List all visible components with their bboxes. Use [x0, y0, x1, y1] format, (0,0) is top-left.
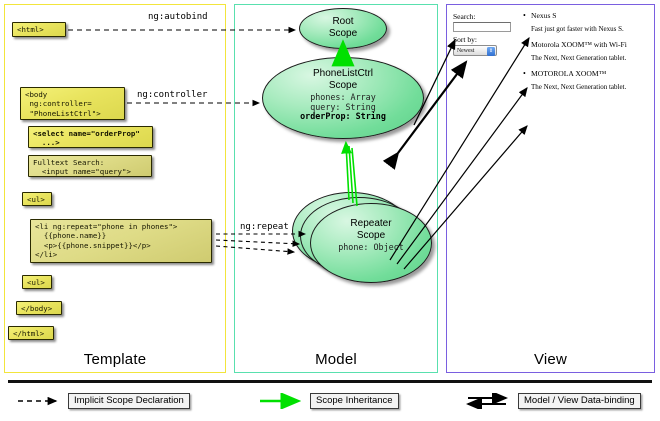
legend: Implicit Scope Declaration Scope Inherit… [0, 379, 660, 421]
sort-by-select[interactable]: Newest ⇕ [453, 45, 497, 56]
edge-label-ng-repeat: ng:repeat [240, 222, 289, 232]
chevron-updown-icon: ⇕ [487, 47, 495, 56]
template-column-label: Template [83, 351, 147, 368]
legend-divider [8, 380, 652, 383]
list-item: Nexus S Fast just got faster with Nexus … [522, 10, 650, 35]
sort-by-label: Sort by: [453, 35, 477, 44]
edge-label-ng-autobind: ng:autobind [148, 12, 208, 22]
phonelistctrl-scope-title: PhoneListCtrl Scope [312, 68, 374, 91]
code-box-html-open: <html> [12, 22, 66, 37]
edge-label-ng-controller: ng:controller [137, 90, 208, 100]
code-box-body-open: <body ng:controller= "PhoneListCtrl"> [20, 87, 125, 120]
code-box-body-close: </body> [16, 301, 62, 315]
search-label: Search: [453, 12, 476, 21]
search-input[interactable] [453, 22, 511, 32]
phone-snippet: Fast just got faster with Nexus S. [531, 25, 624, 33]
code-box-li-repeat: <li ng:repeat="phone in phones"> {{phone… [30, 219, 212, 263]
root-scope-node: Root Scope [299, 8, 387, 49]
phone-list: Nexus S Fast just got faster with Nexus … [522, 10, 650, 97]
list-item: Motorola XOOM™ with Wi-Fi The Next, Next… [522, 39, 650, 64]
legend-label-scope-inheritance: Scope Inheritance [310, 393, 399, 409]
repeater-scope-node: Repeater Scope phone: Object [310, 203, 432, 283]
code-box-select-orderprop: <select name="orderProp" ...> [28, 126, 153, 148]
root-scope-title: Root Scope [328, 16, 358, 39]
code-box-fulltext-search: Fulltext Search: <input name="query"> [28, 155, 152, 177]
dashed-arrow-icon [18, 396, 58, 406]
repeater-scope-title: Repeater Scope [350, 218, 392, 241]
phone-name: MOTOROLA XOOM™ [522, 68, 650, 79]
code-box-ul-open: <ul> [22, 192, 52, 206]
prop-query: query: String [310, 101, 376, 112]
list-item: MOTOROLA XOOM™ The Next, Next Generation… [522, 68, 650, 93]
legend-label-data-binding: Model / View Data-binding [518, 393, 641, 409]
phone-snippet: The Next, Next Generation tablet. [531, 54, 627, 62]
double-arrow-icon [466, 393, 508, 409]
phonelistctrl-scope-props: phones: Array query: String orderProp: S… [263, 92, 423, 122]
green-arrow-icon [260, 393, 302, 409]
model-column-label: Model [315, 351, 357, 368]
view-search-form: Search: Sort by: Newest ⇕ [453, 12, 515, 56]
legend-item-data-binding: Model / View Data-binding [466, 393, 641, 409]
template-column: Template [4, 4, 226, 373]
phonelistctrl-scope-node: PhoneListCtrl Scope phones: Array query:… [262, 57, 424, 139]
legend-item-scope-inheritance: Scope Inheritance [258, 393, 399, 409]
code-box-ul-close: <ul> [22, 275, 52, 289]
phone-name: Motorola XOOM™ with Wi-Fi [522, 39, 650, 50]
legend-label-implicit-scope: Implicit Scope Declaration [68, 393, 190, 409]
prop-phones: phones: Array [310, 92, 376, 102]
view-column-label: View [533, 351, 568, 368]
prop-orderprop: orderProp: String [300, 111, 386, 122]
legend-item-implicit-scope: Implicit Scope Declaration [16, 393, 190, 409]
phone-snippet: The Next, Next Generation tablet. [531, 83, 627, 91]
repeater-scope-props: phone: Object [338, 242, 404, 252]
code-box-html-close: </html> [8, 326, 54, 340]
phone-name: Nexus S [522, 10, 650, 21]
